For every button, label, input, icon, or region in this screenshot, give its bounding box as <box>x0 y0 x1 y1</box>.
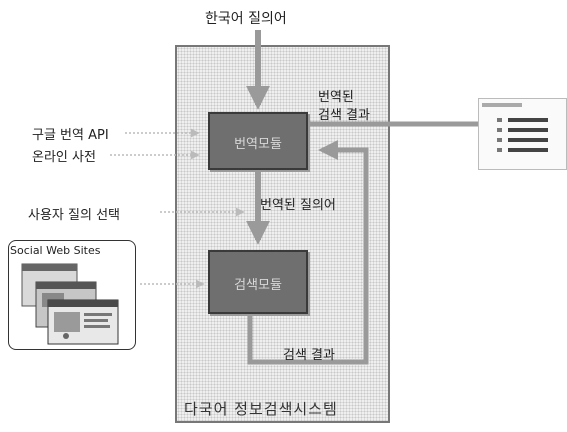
result-page-content <box>0 0 567 432</box>
